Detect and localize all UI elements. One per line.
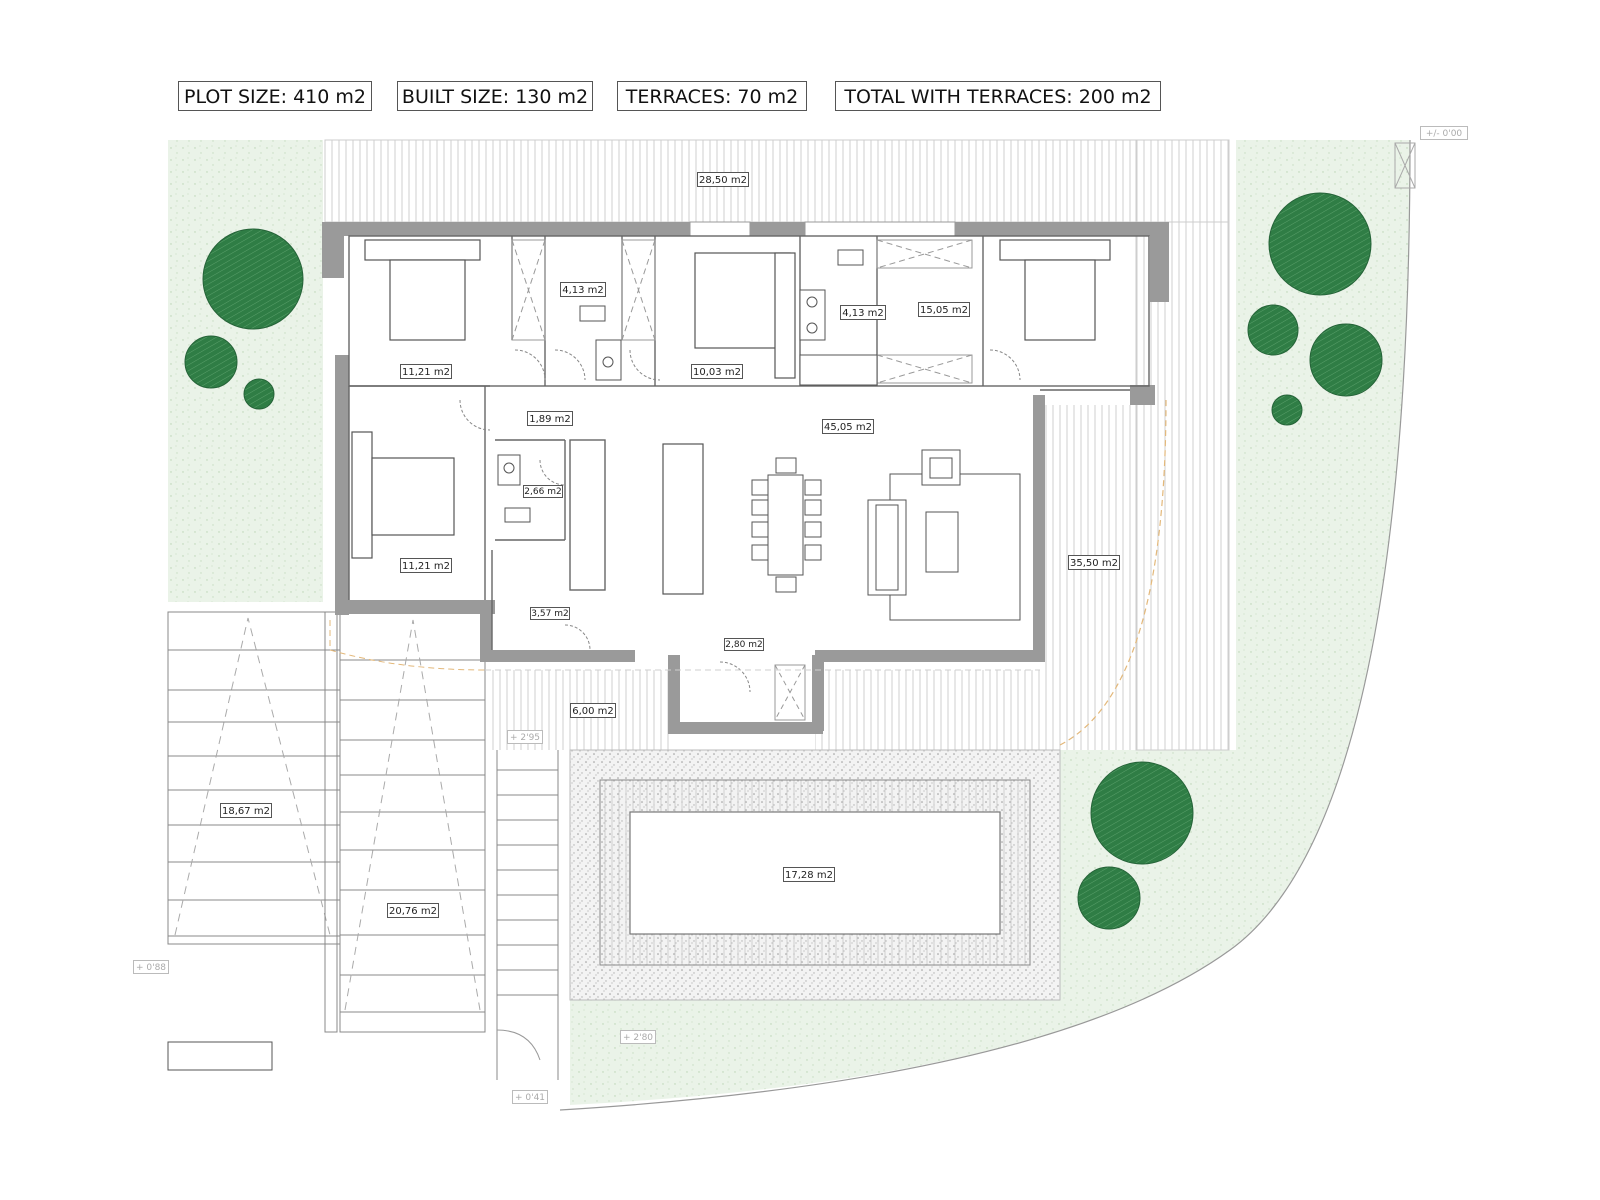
top-terrace bbox=[324, 139, 1230, 223]
tree bbox=[243, 378, 275, 410]
area-bedroom-center: 10,03 m2 bbox=[691, 364, 743, 379]
level-top-right: +/- 0'00 bbox=[1420, 126, 1468, 140]
area-stairs-right: 20,76 m2 bbox=[387, 903, 439, 918]
fixtures bbox=[497, 249, 878, 523]
area-dressing: 15,05 m2 bbox=[918, 302, 970, 317]
kitchen bbox=[662, 443, 704, 595]
wardrobes bbox=[511, 239, 973, 721]
living-set bbox=[867, 449, 1021, 621]
area-pool: 17,28 m2 bbox=[783, 867, 835, 882]
beds bbox=[351, 239, 1111, 559]
terraces-label: TERRACES: 70 m2 bbox=[617, 81, 807, 111]
area-bedroom-nw: 11,21 m2 bbox=[400, 364, 452, 379]
area-bathroom-west: 4,13 m2 bbox=[560, 282, 606, 297]
area-toilet: 2,66 m2 bbox=[523, 485, 563, 498]
legend-box bbox=[167, 1041, 273, 1071]
area-hall: 1,89 m2 bbox=[527, 411, 573, 426]
tree bbox=[1271, 394, 1303, 426]
dining-set bbox=[751, 457, 822, 593]
trees bbox=[184, 192, 1383, 930]
area-laundry: 3,57 m2 bbox=[530, 607, 570, 620]
garden-east bbox=[570, 140, 1410, 1105]
area-stairs-left: 18,67 m2 bbox=[220, 803, 272, 818]
tree bbox=[1309, 323, 1383, 397]
area-entrance: 2,80 m2 bbox=[724, 638, 764, 651]
stairs-left bbox=[167, 611, 341, 1033]
area-top-terrace: 28,50 m2 bbox=[697, 172, 749, 187]
area-bathroom-east: 4,13 m2 bbox=[840, 305, 886, 320]
tree bbox=[202, 228, 304, 330]
tree bbox=[1077, 866, 1141, 930]
area-living: 45,05 m2 bbox=[822, 419, 874, 434]
level-bottom: + 0'41 bbox=[512, 1090, 548, 1104]
house-walls bbox=[322, 222, 1169, 734]
tree bbox=[1268, 192, 1372, 296]
total-label: TOTAL WITH TERRACES: 200 m2 bbox=[835, 81, 1161, 111]
tree bbox=[1090, 761, 1194, 865]
tree bbox=[184, 335, 238, 389]
tree bbox=[1247, 304, 1299, 356]
built-size-label: BUILT SIZE: 130 m2 bbox=[397, 81, 593, 111]
area-bedroom-sw: 11,21 m2 bbox=[400, 558, 452, 573]
level-west: + 0'88 bbox=[133, 960, 169, 974]
area-porch: 6,00 m2 bbox=[570, 703, 616, 718]
level-porch: + 2'95 bbox=[507, 730, 543, 744]
level-pool-south: + 2'80 bbox=[620, 1030, 656, 1044]
door-swings bbox=[459, 349, 1021, 693]
plot-size-label: PLOT SIZE: 410 m2 bbox=[178, 81, 372, 111]
area-east-terrace: 35,50 m2 bbox=[1068, 555, 1120, 570]
